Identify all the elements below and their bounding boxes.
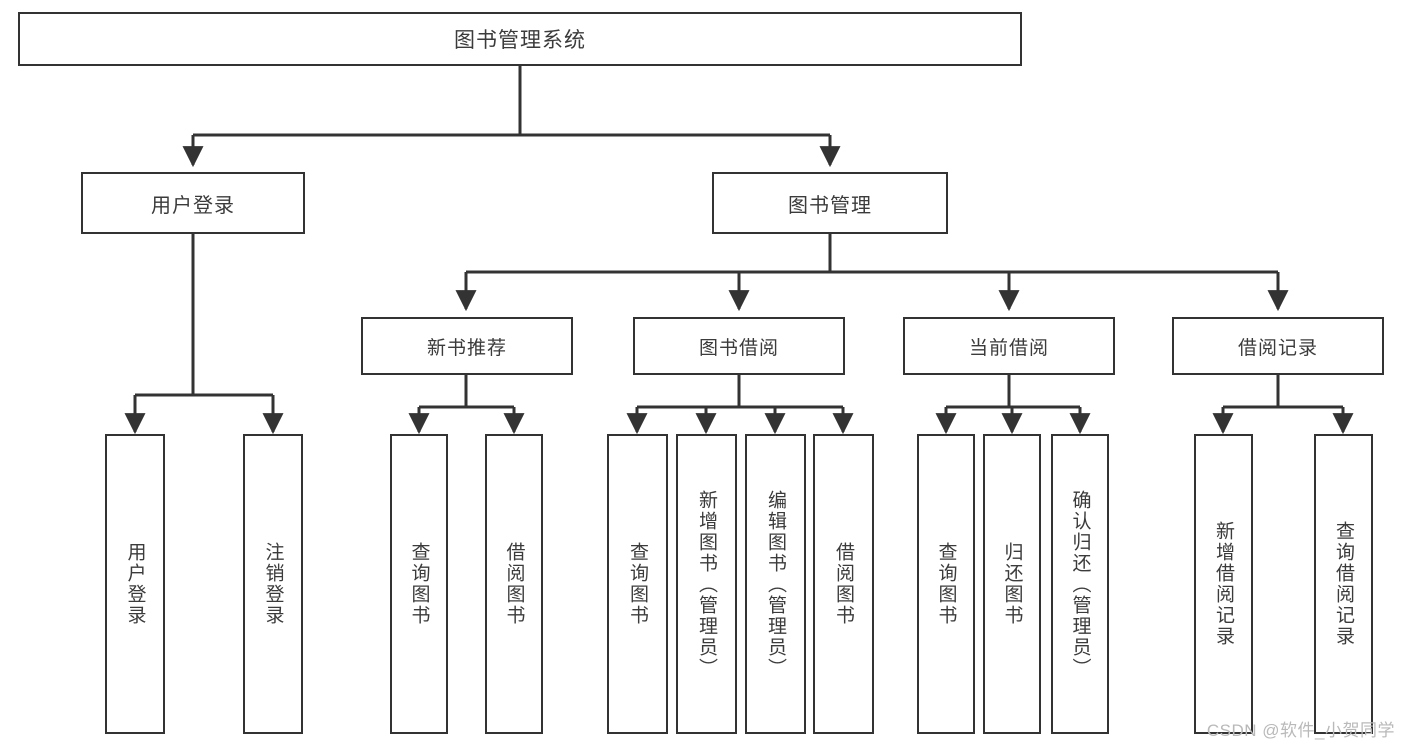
leaf-book-borrow-borrow[interactable]: 借阅图书 [813,434,874,734]
leaf-borrow-record-add[interactable]: 新增借阅记录 [1194,434,1253,734]
leaf-current-borrow-return[interactable]: 归还图书 [983,434,1041,734]
leaf-label: 查询图书 [935,542,957,626]
leaf-label: 查询借阅记录 [1333,521,1354,647]
leaf-borrow-record-query[interactable]: 查询借阅记录 [1314,434,1373,734]
leaf-book-borrow-query[interactable]: 查询图书 [607,434,668,734]
leaf-current-borrow-confirm[interactable]: 确认归还（管理员） [1051,434,1109,734]
node-new-book-recommend[interactable]: 新书推荐 [361,317,573,375]
leaf-label: 确认归还（管理员） [1069,489,1091,679]
node-book-borrow[interactable]: 图书借阅 [633,317,845,375]
leaf-new-book-borrow[interactable]: 借阅图书 [485,434,543,734]
leaf-label: 注销登录 [262,542,284,626]
node-current-borrow[interactable]: 当前借阅 [903,317,1115,375]
leaf-label: 新增图书（管理员） [696,489,717,679]
node-user-login[interactable]: 用户登录 [81,172,305,234]
leaf-label: 借阅图书 [833,542,854,626]
leaf-book-borrow-add[interactable]: 新增图书（管理员） [676,434,737,734]
node-book-management[interactable]: 图书管理 [712,172,948,234]
node-root-system[interactable]: 图书管理系统 [18,12,1022,66]
leaf-current-borrow-query[interactable]: 查询图书 [917,434,975,734]
leaf-user-login-login[interactable]: 用户登录 [105,434,165,734]
leaf-label: 借阅图书 [503,542,525,626]
leaf-label: 新增借阅记录 [1213,521,1234,647]
leaf-label: 用户登录 [124,542,146,626]
node-borrow-record[interactable]: 借阅记录 [1172,317,1384,375]
leaf-book-borrow-edit[interactable]: 编辑图书（管理员） [745,434,806,734]
leaf-label: 归还图书 [1001,542,1023,626]
leaf-user-login-logout[interactable]: 注销登录 [243,434,303,734]
leaf-label: 查询图书 [627,542,648,626]
leaf-new-book-query[interactable]: 查询图书 [390,434,448,734]
leaf-label: 查询图书 [408,542,430,626]
leaf-label: 编辑图书（管理员） [765,489,786,679]
